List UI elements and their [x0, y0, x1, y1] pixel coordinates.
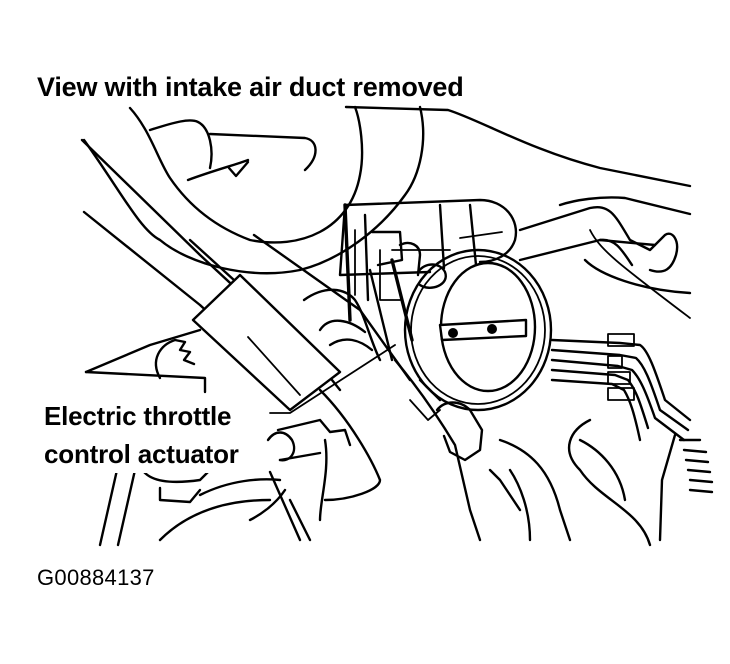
lower-left-stays: [98, 463, 312, 547]
lower-hoses: [498, 418, 714, 547]
actuator-connector: [343, 203, 422, 362]
lower-fitting: [393, 358, 522, 542]
figure-id: G00884137: [37, 565, 155, 590]
callout-electric-throttle-control-actuator: Electric throttle control actuator: [44, 397, 241, 473]
duct-stub: [266, 388, 382, 522]
callout-leader: [269, 344, 396, 414]
figure-title: View with intake air duct removed: [37, 72, 464, 102]
left-bracket: [84, 328, 207, 394]
hose-sleeve: [191, 273, 342, 412]
wiring-harness-bundle: [550, 333, 692, 442]
callout-line-2: control actuator: [44, 439, 239, 469]
right-pipes: [518, 196, 692, 319]
callout-line-1: Electric throttle: [44, 401, 232, 431]
upper-hose: [82, 105, 692, 275]
connector-harness: [302, 288, 382, 362]
